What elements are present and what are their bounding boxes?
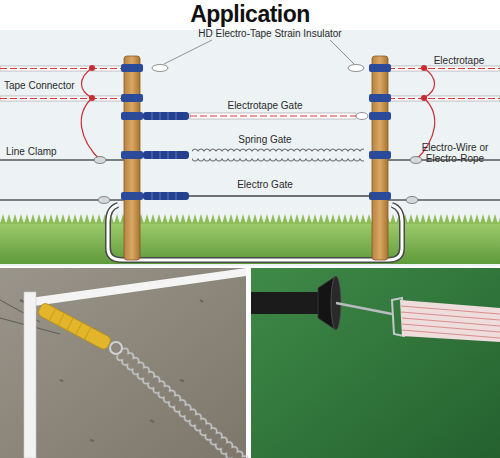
wire — [388, 199, 500, 200]
soil-texture — [20, 300, 203, 441]
tape-stripe — [388, 98, 500, 99]
insulator — [369, 192, 391, 200]
handle-body — [251, 292, 319, 314]
gate-hook — [336, 303, 392, 314]
photo-tape — [400, 300, 500, 342]
gate-handle — [143, 112, 189, 120]
spring-coils — [114, 345, 260, 458]
photo-handle — [37, 302, 112, 351]
insulator — [121, 151, 143, 159]
tape-stripe — [401, 306, 500, 338]
insulator — [369, 64, 391, 72]
handle-grip — [49, 308, 91, 339]
strain-insulator — [348, 65, 364, 72]
jumper-lead — [81, 68, 100, 160]
part-label: Electrotape — [420, 55, 498, 66]
strain-insulator — [152, 65, 168, 72]
tape — [0, 96, 124, 101]
connector-dot — [421, 65, 427, 71]
part-label: Tape Connector — [4, 80, 84, 91]
part-label: Electrotape Gate — [195, 100, 335, 111]
tape-stripe — [388, 68, 500, 69]
gate-hook — [356, 113, 368, 120]
part-label: HD Electro-Tape Strain Insulator — [180, 28, 360, 39]
handle-grip — [152, 112, 176, 120]
insulator — [121, 94, 143, 102]
tape — [388, 66, 500, 71]
gate-tape — [190, 113, 356, 119]
underground-cable — [108, 205, 402, 260]
post-insulator — [121, 64, 391, 200]
connector-dot — [89, 65, 95, 71]
part-label: Electro Gate — [195, 179, 335, 190]
insulator — [121, 112, 143, 120]
connector-dot — [89, 95, 95, 101]
insulator — [369, 94, 391, 102]
leader-line — [330, 40, 354, 64]
photo-tape — [30, 268, 246, 306]
electro-wire — [0, 160, 500, 200]
photo-spring — [114, 345, 260, 458]
electro-gate — [143, 192, 372, 200]
leader-line — [164, 40, 212, 64]
fence-post — [124, 56, 388, 260]
underground-cable — [108, 205, 402, 260]
connector-dot — [421, 95, 427, 101]
tape-stripe — [190, 116, 356, 117]
gate-handle — [143, 151, 189, 159]
photo-spring-gate — [0, 268, 260, 458]
insulator — [369, 112, 391, 120]
tape-stripe — [0, 68, 124, 69]
photo-lawn — [251, 268, 500, 458]
photo-tape-gate — [251, 268, 500, 458]
part-label: Spring Gate — [195, 134, 335, 145]
clamp — [406, 197, 418, 204]
tape — [388, 96, 500, 101]
insulator — [121, 192, 143, 200]
tape-stripe — [0, 98, 124, 99]
clamp — [94, 157, 106, 164]
page-title: Application — [0, 1, 500, 28]
electrotape-line — [0, 66, 500, 101]
insulator — [121, 64, 143, 72]
handle-grip — [152, 192, 176, 200]
clamp — [410, 157, 422, 164]
clamp — [98, 197, 110, 204]
grass-tips — [0, 214, 500, 224]
part-label: Electro-Wire or Electro-Rope — [412, 142, 498, 164]
spring-gate — [143, 147, 364, 163]
gate-handle — [143, 192, 189, 200]
handle-grip — [152, 151, 176, 159]
tape — [0, 66, 124, 71]
photo-post — [24, 292, 36, 458]
gate-wire — [189, 195, 372, 196]
part-label: Line Clamp — [6, 146, 76, 157]
insulator — [369, 151, 391, 159]
diagram-background — [0, 30, 500, 266]
gate-spring — [192, 147, 364, 163]
electrotape-gate — [143, 112, 368, 120]
handle-body — [37, 302, 112, 351]
